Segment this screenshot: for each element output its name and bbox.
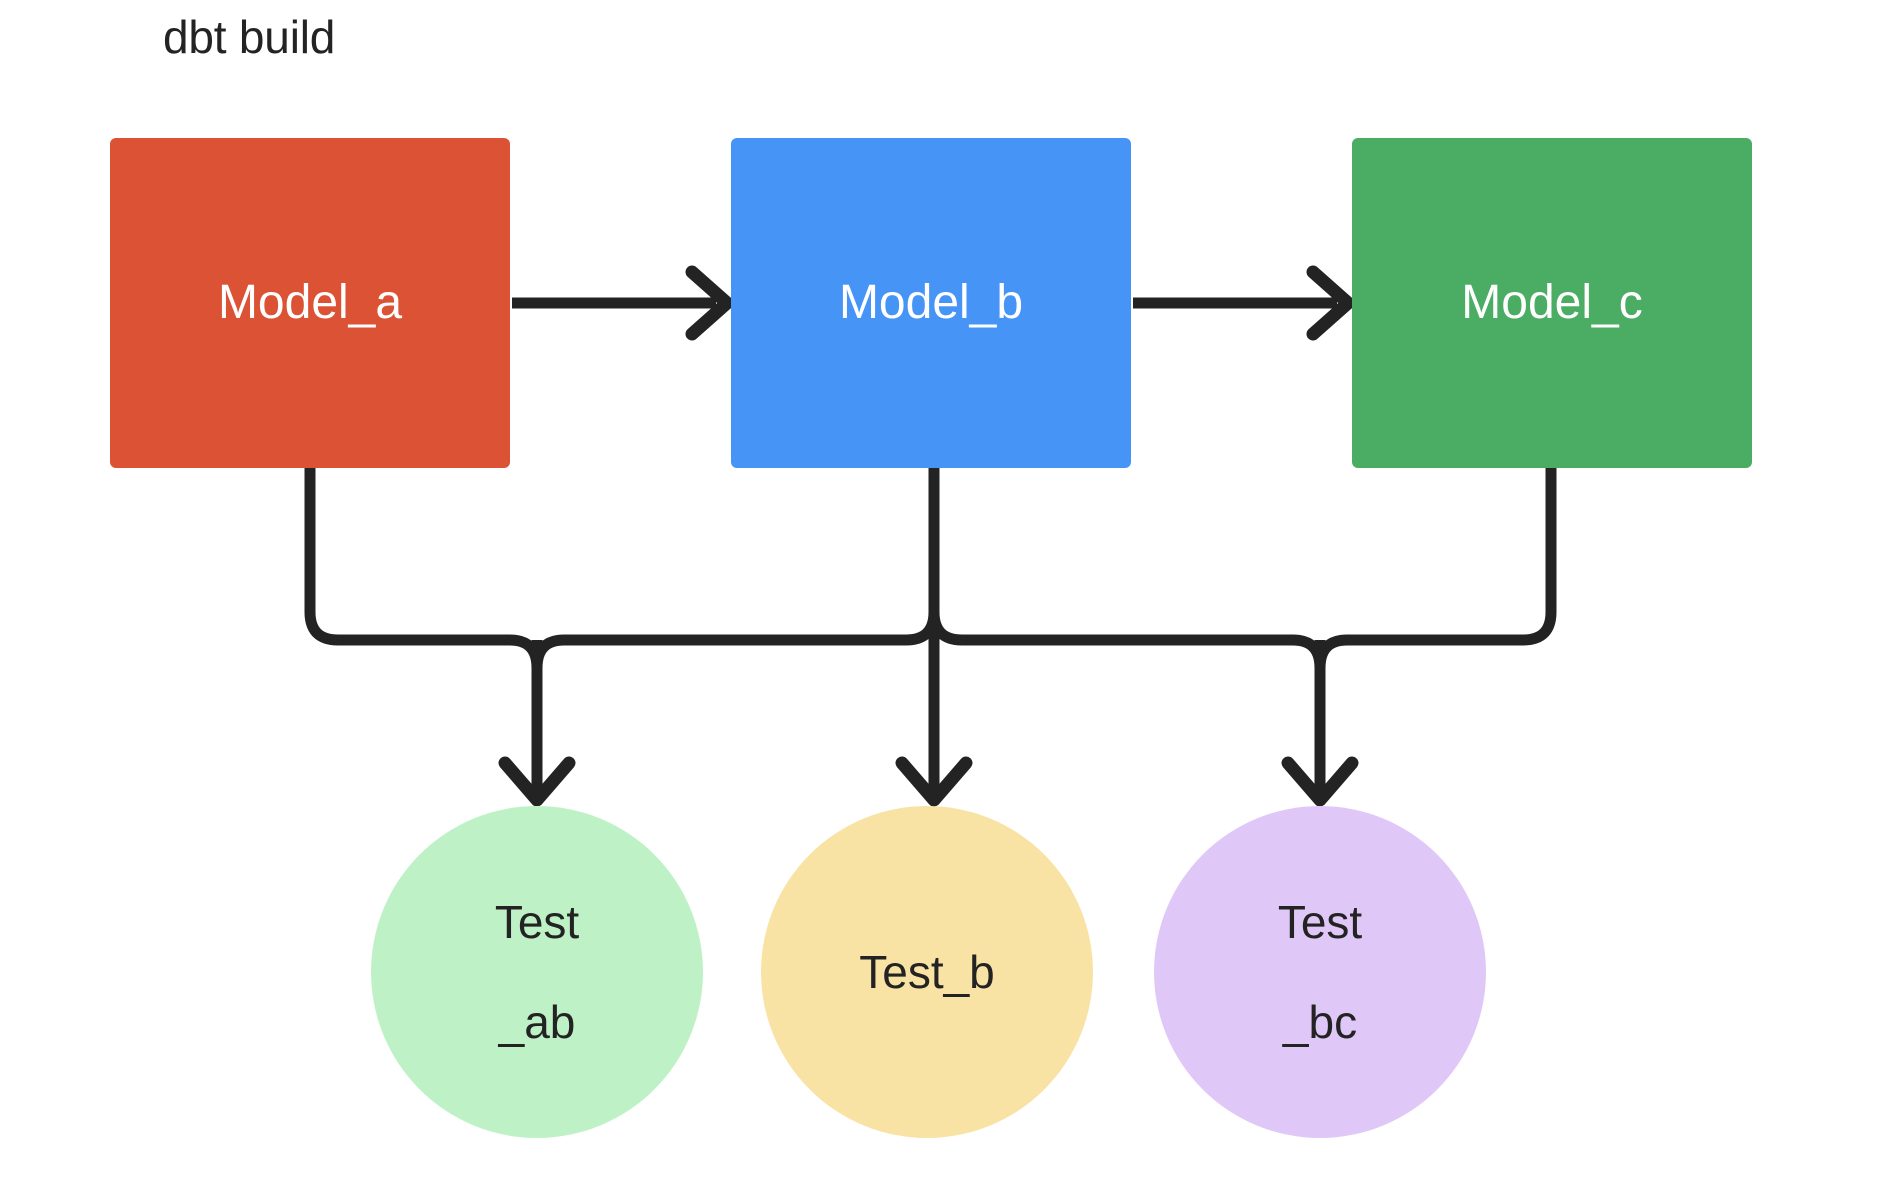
edge-model-a-to-test-ab xyxy=(304,462,543,674)
edge-model-c-to-test-bc xyxy=(1314,462,1557,674)
node-test-bc[interactable]: Test _bc xyxy=(1154,806,1486,1138)
page-title: dbt build xyxy=(163,11,336,63)
edge-model-b-to-model-c xyxy=(1133,265,1355,341)
edge-model-a-to-model-b xyxy=(512,265,734,341)
node-test-ab-label: Test _ab xyxy=(494,896,580,1048)
node-test-b[interactable]: Test_b xyxy=(761,806,1093,1138)
edge-model-b-to-test-bc xyxy=(928,462,1326,674)
node-test-ab[interactable]: Test _ab xyxy=(371,806,703,1138)
node-model-c-label: Model_c xyxy=(1461,276,1643,329)
arrow-into-test-bc xyxy=(1281,640,1359,807)
node-model-b[interactable]: Model_b xyxy=(731,138,1131,468)
node-model-a-label: Model_a xyxy=(217,276,403,329)
node-test-b-label: Test_b xyxy=(859,946,995,998)
node-model-c[interactable]: Model_c xyxy=(1352,138,1752,468)
arrow-into-test-ab xyxy=(498,640,576,807)
edge-model-b-to-test-ab xyxy=(531,462,940,674)
node-model-b-label: Model_b xyxy=(838,276,1024,329)
node-test-bc-label: Test _bc xyxy=(1277,896,1363,1048)
node-model-a[interactable]: Model_a xyxy=(110,138,510,468)
